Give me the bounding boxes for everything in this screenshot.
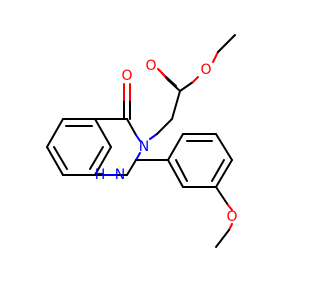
bond (217, 34, 236, 53)
bond (215, 229, 230, 248)
double-bond-inner (175, 159, 188, 182)
bond (46, 118, 64, 148)
bond (215, 159, 233, 188)
bond (167, 133, 184, 161)
ring-carbonyl (123, 83, 131, 120)
atom-n1: N (115, 167, 125, 183)
double-bond-inner (211, 159, 225, 182)
bond (164, 75, 177, 87)
methoxyphenyl-ring (167, 133, 233, 188)
atom-o-methoxy: O (226, 209, 237, 225)
bond (215, 133, 233, 161)
bond (126, 159, 137, 176)
bond (156, 118, 173, 135)
bond (94, 118, 112, 148)
atom-o-carbonyl-ester: O (145, 58, 156, 74)
bond (135, 134, 141, 142)
double-bond-inner (89, 146, 104, 170)
double-bond-inner (53, 146, 68, 170)
atom-h-n1: H (95, 167, 106, 183)
methoxy-group (215, 186, 233, 248)
bond (149, 133, 158, 140)
bond (215, 186, 229, 206)
bond (94, 146, 112, 176)
bond (167, 159, 184, 188)
bond (171, 90, 181, 120)
bond (192, 76, 199, 83)
atom-o-ester: O (200, 62, 211, 78)
bond (135, 152, 141, 161)
molecule-diagram: O O O N N H O (46, 34, 238, 248)
benzene-ring (46, 118, 112, 176)
bond (212, 51, 219, 63)
bond (179, 81, 194, 92)
bond (227, 204, 233, 211)
bond (46, 146, 64, 176)
quinazolinone-ring (94, 118, 141, 176)
atom-o-carbonyl-ring: O (121, 68, 132, 84)
bond (228, 223, 233, 231)
atom-n3: N (139, 139, 149, 155)
bond (157, 68, 166, 77)
bond (126, 118, 137, 136)
ester-side-chain (149, 34, 236, 140)
